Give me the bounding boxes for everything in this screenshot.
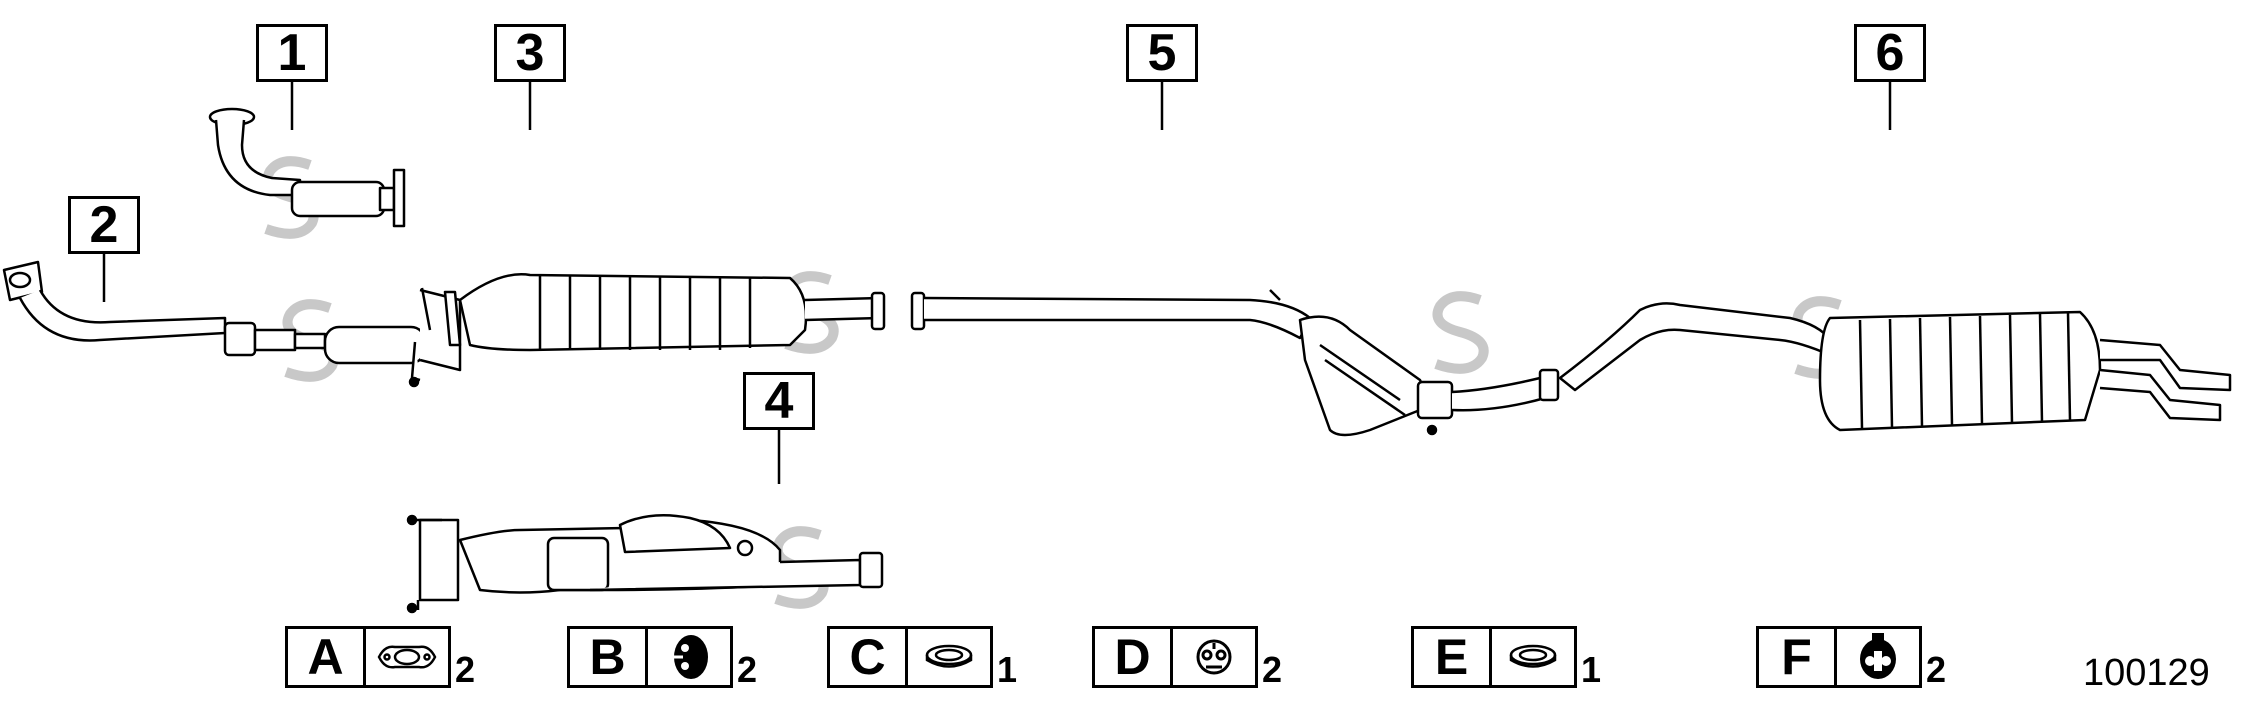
flange-gasket-icon [366, 629, 448, 685]
sealing-ring-icon [908, 629, 990, 685]
legend-box: A [285, 626, 451, 688]
legend-item-b: B 2 [567, 626, 757, 688]
legend-box: F [1756, 626, 1922, 688]
legend-box: E [1411, 626, 1577, 688]
legend-quantity: 2 [1262, 649, 1283, 690]
catalytic-converter-part-4 [406, 513, 884, 614]
reference-number: 100129 [2083, 652, 2210, 694]
legend-item-e: E 1 [1411, 626, 1601, 688]
hanger-ring-icon [1173, 629, 1255, 685]
callout-6: 6 [1854, 24, 1926, 82]
legend-item-a: A 2 [285, 626, 475, 688]
legend-letter: D [1095, 629, 1173, 685]
legend-item-c: C 1 [827, 626, 1017, 688]
legend-letter: B [570, 629, 648, 685]
legend-letter: E [1414, 629, 1492, 685]
legend-box: D [1092, 626, 1258, 688]
legend-quantity: 2 [455, 649, 476, 690]
leader-lines [102, 82, 1892, 484]
callout-2: 2 [68, 196, 140, 254]
center-muffler-part-5 [910, 289, 1560, 437]
callout-3: 3 [494, 24, 566, 82]
front-pipe-part-1 [208, 107, 406, 228]
legend-item-d: D 2 [1092, 626, 1282, 688]
legend-quantity: 1 [997, 649, 1018, 690]
legend-quantity: 1 [1581, 649, 1602, 690]
sealing-ring-icon [1492, 629, 1574, 685]
callout-4: 4 [743, 372, 815, 430]
legend-letter: C [830, 629, 908, 685]
legend-box: C [827, 626, 993, 688]
legend-quantity: 2 [737, 649, 758, 690]
rubber-mount-icon [1837, 629, 1919, 685]
callout-1: 1 [256, 24, 328, 82]
legend-quantity: 2 [1926, 649, 1947, 690]
intermediate-pipe-part-2 [2, 260, 454, 365]
rear-muffler-part-6 [1558, 302, 2232, 432]
rubber-hanger-icon [648, 629, 730, 685]
legend-letter: F [1759, 629, 1837, 685]
callout-5: 5 [1126, 24, 1198, 82]
legend-item-f: F 2 [1756, 626, 1946, 688]
catalytic-converter-part-3 [408, 273, 886, 388]
legend-box: B [567, 626, 733, 688]
legend-letter: A [288, 629, 366, 685]
